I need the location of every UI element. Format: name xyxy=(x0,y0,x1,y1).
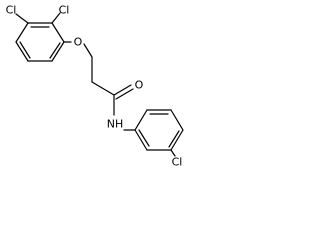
chain-bond xyxy=(83,43,93,58)
ring1-bond xyxy=(51,41,65,62)
carbonyl-bond xyxy=(113,84,132,96)
bond-c-cl-para xyxy=(15,13,29,24)
chlorine-label-ortho: Cl xyxy=(59,4,70,17)
ether-oxygen-label: O xyxy=(74,36,83,49)
chlorophenyl-ring xyxy=(134,109,184,151)
ring1-bond xyxy=(51,22,65,43)
ring2-bond xyxy=(170,109,184,131)
ring2-double-bond xyxy=(168,130,180,148)
ring2-bond xyxy=(134,109,148,131)
ring1-bond xyxy=(15,22,29,43)
ring2-bond xyxy=(170,129,184,151)
carbonyl-bond xyxy=(115,88,134,100)
molecule-diagram: Cl Cl O O NH Cl xyxy=(6,4,184,169)
ring2-double-bond xyxy=(138,129,150,147)
chlorine-label-anilide: Cl xyxy=(172,156,183,169)
bond-c-cl-ortho xyxy=(51,12,61,24)
ring1-double-bond xyxy=(49,42,61,59)
ring1-double-bond xyxy=(19,41,31,59)
carbonyl-oxygen-label: O xyxy=(135,79,144,92)
ring1-bond xyxy=(15,41,29,62)
amide-nitrogen-label: NH xyxy=(107,118,124,131)
dichlorophenyl-ring xyxy=(15,22,65,62)
ring2-bond xyxy=(134,129,148,151)
bond-c-cl-anilide xyxy=(170,149,176,157)
chain-bond xyxy=(91,81,115,96)
structure-canvas: Cl Cl O O NH Cl xyxy=(0,0,190,171)
butanoyl-chain xyxy=(83,43,134,116)
chlorine-label-para: Cl xyxy=(6,4,17,17)
